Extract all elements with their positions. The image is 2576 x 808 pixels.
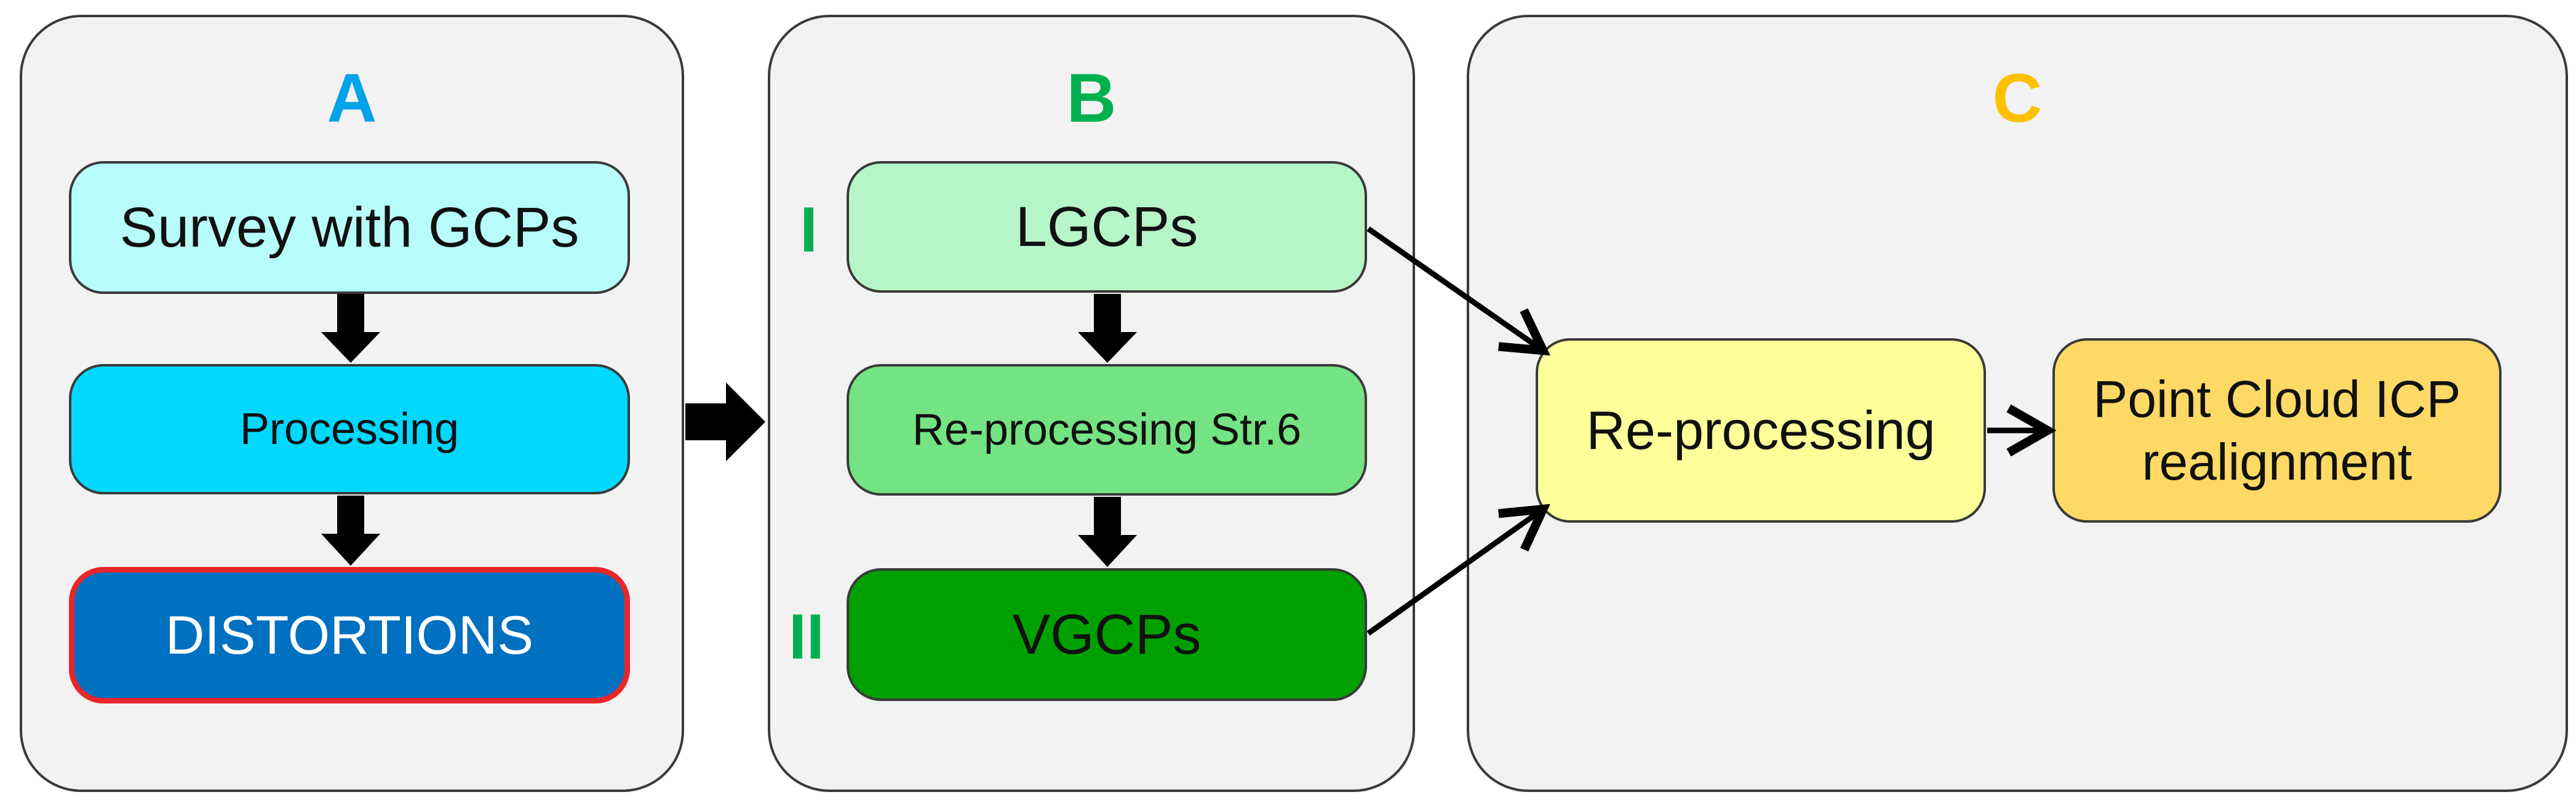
arrow-lgcps-to-reprocessing (1366, 226, 1550, 356)
arrow-processing-to-distortions (321, 496, 380, 566)
step-one-marker: I (800, 194, 818, 266)
reprocessing-str6-node: Re-processing Str.6 (847, 364, 1367, 496)
panel-a-title: A (327, 60, 377, 137)
reprocessing-label: Re-processing (1586, 400, 1936, 461)
arrow-panel-a-to-panel-b (685, 382, 765, 461)
lgcps-node: LGCPs (847, 161, 1367, 293)
arrow-vgcps-to-reprocessing (1366, 504, 1550, 636)
point-cloud-icp-label: Point Cloud ICP realignment (2093, 370, 2461, 491)
arrow-survey-to-processing (321, 294, 380, 363)
reprocessing-str6-label: Re-processing Str.6 (912, 405, 1302, 454)
vgcps-node: VGCPs (847, 568, 1367, 701)
survey-with-gcps-node: Survey with GCPs (69, 161, 630, 294)
arrow-lgcps-to-reprocessing-str6 (1078, 294, 1137, 363)
arrow-reprocessing-str6-to-vgcps (1078, 497, 1137, 567)
panel-b-title: B (1066, 60, 1117, 137)
processing-label: Processing (239, 405, 460, 454)
survey-with-gcps-label: Survey with GCPs (119, 196, 580, 259)
reprocessing-node: Re-processing (1536, 338, 1986, 523)
distortions-node: DISTORTIONS (69, 567, 630, 703)
vgcps-label: VGCPs (1012, 603, 1202, 666)
processing-node: Processing (69, 364, 630, 494)
panel-c-title: C (1992, 60, 2043, 137)
step-two-marker: II (789, 601, 824, 673)
distortions-label: DISTORTIONS (165, 604, 534, 665)
lgcps-label: LGCPs (1015, 195, 1198, 258)
